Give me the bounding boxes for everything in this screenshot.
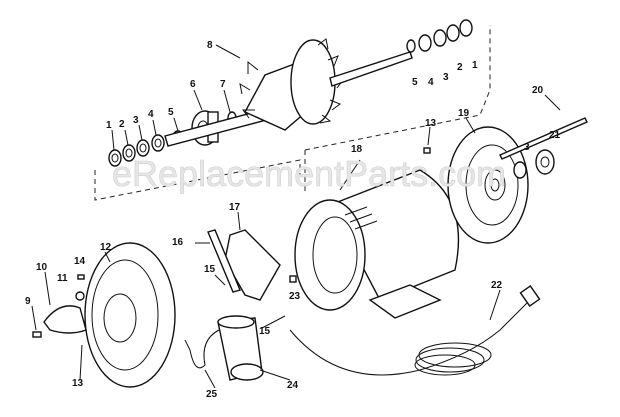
capacitor bbox=[184, 315, 264, 381]
callout-capacitor: 24 bbox=[287, 380, 299, 391]
callout-screw-23: 23 bbox=[289, 291, 301, 302]
callout-capacitor-lead: 25 bbox=[206, 389, 218, 400]
callout-stator-housing: 18 bbox=[351, 144, 363, 155]
callout-power-cord: 22 bbox=[491, 280, 503, 291]
callout-switch-bracket: 17 bbox=[229, 202, 241, 213]
cover-plate bbox=[43, 305, 87, 334]
callout-screw-9: 9 bbox=[25, 296, 31, 307]
callout-end-bell-right: 19 bbox=[458, 108, 470, 119]
assembly-guide-top bbox=[304, 25, 491, 195]
callout-left-washer-5: 5 bbox=[168, 107, 174, 118]
callout-screw-top: 13 bbox=[425, 118, 437, 129]
switch-bracket bbox=[207, 229, 297, 301]
watermark: eReplacementParts.com bbox=[112, 153, 506, 194]
callout-right-washer-4: 4 bbox=[428, 77, 434, 88]
callout-screw-11: 11 bbox=[57, 273, 68, 284]
bearing-right bbox=[535, 149, 555, 175]
callout-bearing-right: 21 bbox=[549, 130, 561, 141]
callout-connector-upper: 15 bbox=[204, 264, 216, 275]
callout-washer-right: 3 bbox=[524, 142, 530, 153]
callout-retaining-ring: 7 bbox=[220, 79, 226, 90]
callout-end-bell-left: 12 bbox=[100, 242, 112, 253]
screw-9 bbox=[32, 331, 42, 338]
armature bbox=[164, 38, 413, 147]
callout-screw-14: 14 bbox=[74, 256, 86, 267]
washer-right bbox=[513, 161, 527, 179]
callout-terminal: 16 bbox=[172, 237, 184, 248]
assembly-guide-left bbox=[94, 159, 301, 201]
callout-left-washer-4: 4 bbox=[148, 109, 154, 120]
power-cord bbox=[289, 285, 541, 376]
callout-cover-plate: 10 bbox=[36, 262, 48, 273]
screw-11 bbox=[75, 291, 85, 301]
callout-armature: 8 bbox=[207, 40, 213, 51]
callout-through-bolt: 20 bbox=[532, 85, 544, 96]
callout-connector-lower: 15 bbox=[259, 326, 271, 337]
through-bolt bbox=[499, 117, 588, 160]
leader-lines bbox=[31, 44, 561, 389]
callout-right-washer-5: 5 bbox=[412, 77, 418, 88]
callout-right-washer-1: 1 bbox=[472, 60, 478, 71]
callout-left-washer-2: 2 bbox=[119, 119, 125, 130]
callout-right-washer-3: 3 bbox=[443, 72, 449, 83]
callout-fan-hub: 6 bbox=[190, 79, 196, 90]
callout-left-washer-1: 1 bbox=[106, 120, 112, 131]
stator-housing bbox=[294, 169, 460, 319]
callout-left-washer-3: 3 bbox=[133, 115, 139, 126]
callout-right-washer-2: 2 bbox=[457, 62, 463, 73]
end-bell-left bbox=[84, 242, 176, 388]
screw-top bbox=[423, 147, 431, 154]
callout-screw-bottom: 13 bbox=[72, 378, 84, 389]
right-washers bbox=[406, 19, 473, 53]
screw-14 bbox=[77, 274, 85, 280]
